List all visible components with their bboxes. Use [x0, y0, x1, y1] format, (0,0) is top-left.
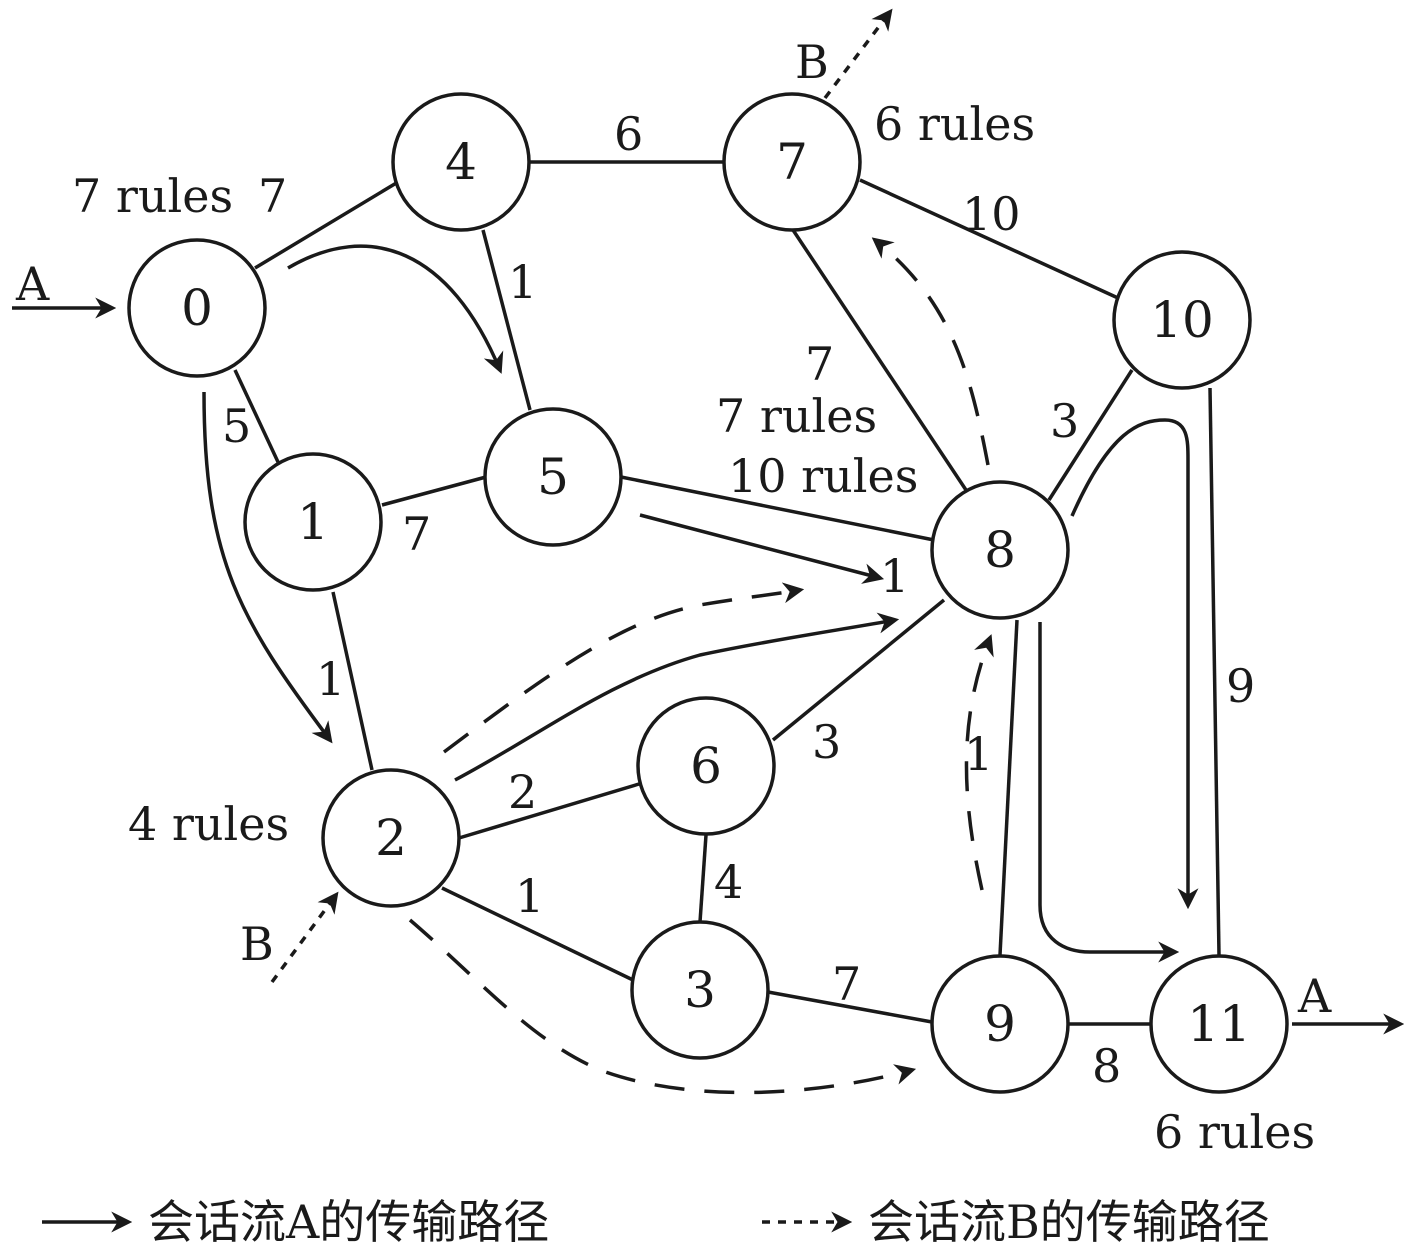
edge-weights: 7 5 6 1 7 1 1 7 10 3 9 2 1 3 4 7 1 8	[222, 107, 1255, 1093]
node-9: 9	[930, 954, 1070, 1094]
svg-text:6: 6	[690, 737, 722, 795]
node-6: 6	[636, 696, 776, 836]
edge-3-9	[767, 990, 933, 1024]
svg-text:7: 7	[776, 133, 808, 191]
edge-1-5	[381, 475, 487, 507]
flow-a-in-label: A	[15, 257, 50, 311]
node-4: 4	[391, 92, 531, 232]
flow-b-2-to-8	[442, 582, 805, 754]
edge-6-3	[698, 834, 708, 923]
flow-a-2-to-8	[454, 612, 900, 782]
weight-0-4: 7	[258, 169, 287, 223]
flow-b-out-label: B	[795, 35, 829, 89]
svg-text:10: 10	[1150, 291, 1214, 349]
flow-labels: A A B B	[15, 35, 1332, 1023]
node-0: 0	[127, 238, 267, 378]
weight-7-10: 10	[962, 187, 1021, 241]
node-5: 5	[483, 407, 623, 547]
svg-text:2: 2	[375, 809, 407, 867]
weight-3-9: 7	[832, 957, 861, 1011]
edge-8-9	[998, 619, 1019, 956]
node-7: 7	[722, 92, 862, 232]
legend-dashed-label: 会话流B的传输路径	[868, 1195, 1270, 1249]
svg-text:0: 0	[181, 279, 213, 337]
edge-2-6	[458, 782, 640, 840]
weight-4-7: 6	[614, 107, 643, 161]
edge-1-2	[331, 591, 374, 771]
weight-4-5: 1	[508, 255, 537, 309]
weight-7-8: 7	[805, 337, 834, 391]
rules-node11: 6 rules	[1154, 1105, 1315, 1159]
weight-10-11: 9	[1226, 659, 1255, 713]
weight-2-6: 2	[508, 765, 537, 819]
rules-node2: 4 rules	[128, 797, 289, 851]
flow-b-2-to-9	[408, 918, 917, 1095]
weight-6-8: 3	[812, 715, 841, 769]
edge-5-8	[620, 475, 935, 542]
flow-a-8-to-11	[1038, 622, 1180, 963]
node-11: 11	[1149, 954, 1289, 1094]
edge-10-8	[1047, 369, 1134, 501]
flow-b-in-arrow	[270, 891, 339, 984]
edge-0-1	[233, 369, 280, 463]
flow-b-out-arrow	[823, 8, 893, 100]
flow-b-paths	[270, 8, 994, 1095]
node-3: 3	[630, 920, 770, 1060]
edge-10-11	[1208, 387, 1221, 956]
edge-6-8	[771, 598, 946, 742]
weight-1-5: 7	[402, 507, 431, 561]
edge-7-10	[859, 178, 1119, 300]
weight-8-9: 1	[964, 727, 993, 781]
weight-5-8: 1	[880, 549, 909, 603]
rule-labels: 7 rules 4 rules 6 rules 7 rules 10 rules…	[72, 97, 1315, 1159]
rules-node8-a: 7 rules	[716, 389, 877, 443]
rules-node0: 7 rules	[72, 169, 233, 223]
edge-4-5	[481, 229, 532, 411]
svg-text:5: 5	[537, 448, 569, 506]
rules-node8-b: 10 rules	[728, 449, 918, 503]
svg-text:1: 1	[297, 493, 329, 551]
flow-b-in-label: B	[240, 917, 274, 971]
weight-9-11: 8	[1092, 1039, 1121, 1093]
node-1: 1	[243, 452, 383, 592]
svg-text:4: 4	[445, 133, 477, 191]
flow-a-5-to-8	[639, 513, 885, 584]
flow-a-out-label: A	[1297, 969, 1332, 1023]
flow-a-paths	[12, 244, 1405, 1035]
rules-node7: 6 rules	[874, 97, 1035, 151]
weight-6-3: 4	[714, 855, 743, 909]
flow-a-8-to-11-loop	[1070, 418, 1199, 910]
legend: 会话流A的传输路径 会话流B的传输路径	[42, 1195, 1270, 1249]
weight-0-1: 5	[222, 399, 251, 453]
flow-a-0-to-5	[287, 244, 504, 374]
flow-b-8-to-7	[871, 237, 990, 466]
edges	[233, 160, 1221, 1026]
flow-b-9-to-8	[964, 634, 994, 891]
svg-text:9: 9	[984, 995, 1016, 1053]
edge-0-4	[254, 180, 399, 270]
flow-a-0-to-2	[202, 391, 333, 744]
edge-2-3	[441, 886, 634, 982]
svg-text:8: 8	[984, 521, 1016, 579]
node-2: 2	[321, 768, 461, 908]
weight-2-3: 1	[515, 869, 544, 923]
weight-1-2: 1	[316, 652, 345, 706]
node-8: 8	[930, 480, 1070, 620]
node-10: 10	[1112, 250, 1252, 390]
nodes: 0 1 2 3 4 5 6 7	[127, 92, 1289, 1094]
edge-7-8	[791, 229, 968, 491]
weight-10-8: 3	[1050, 394, 1079, 448]
svg-text:3: 3	[684, 961, 716, 1019]
legend-solid-label: 会话流A的传输路径	[148, 1195, 549, 1249]
svg-text:11: 11	[1187, 995, 1251, 1053]
